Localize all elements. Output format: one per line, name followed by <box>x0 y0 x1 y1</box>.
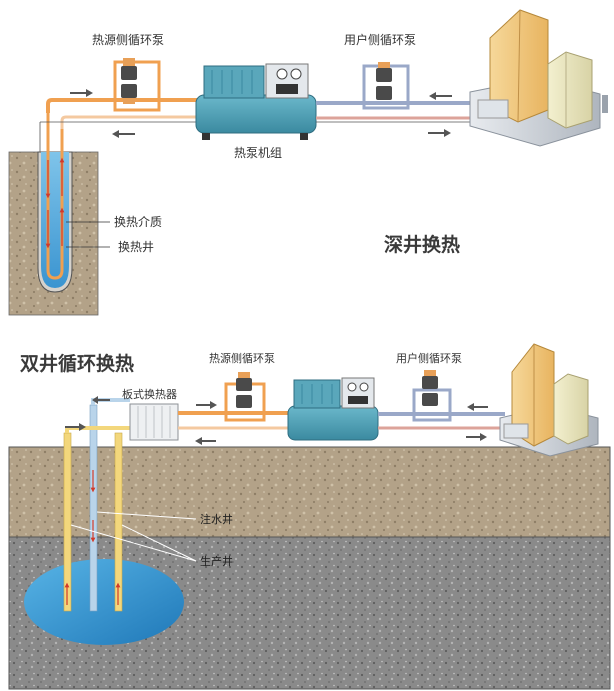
top-source-pump-label: 热源侧循环泵 <box>92 33 164 47</box>
bottom-user-pump-label: 用户侧循环泵 <box>396 351 462 365</box>
arrow-left-3 <box>92 396 110 404</box>
top-user-pump <box>362 62 410 110</box>
deep-well-section: 热源侧循环泵 热泵机组 用户侧循环泵 <box>8 9 608 316</box>
bottom-source-pump-label: 热源侧循环泵 <box>209 351 275 365</box>
heat-medium-label: 换热介质 <box>114 215 162 229</box>
top-buildings <box>469 9 608 147</box>
u-pipe-hot <box>46 113 64 280</box>
arrow-left-4 <box>195 437 216 445</box>
arrow-right-4 <box>196 401 217 409</box>
production-well-left <box>63 432 72 612</box>
soil-layer <box>8 446 611 538</box>
bottom-source-pump <box>224 372 266 422</box>
aquifer <box>24 559 184 645</box>
top-user-pump-label: 用户侧循环泵 <box>344 32 416 47</box>
arrow-right-2 <box>428 129 451 137</box>
top-heat-pump-unit <box>195 63 317 140</box>
top-source-hot-pipe <box>46 98 200 113</box>
production-well-label: 生产井 <box>200 554 233 568</box>
plate-exchanger-label: 板式换热器 <box>122 387 177 401</box>
injection-well-label: 注水井 <box>200 512 233 526</box>
deep-well-water <box>41 152 69 288</box>
arrow-left-5 <box>467 403 488 411</box>
bottom-well-top-pipe <box>65 426 130 433</box>
arrow-left-1 <box>112 130 135 138</box>
bottom-buildings <box>499 343 599 457</box>
deep-well-title: 深井换热 <box>384 233 460 256</box>
top-source-pump <box>113 58 161 112</box>
arrow-left-2 <box>429 92 452 100</box>
arrow-right-5 <box>466 433 487 441</box>
arrow-right-1 <box>70 89 93 97</box>
bottom-heat-pump-unit <box>287 377 379 441</box>
arrow-right-3 <box>65 423 86 431</box>
plate-heat-exchanger <box>129 403 179 441</box>
bottom-user-pump <box>412 370 452 422</box>
heat-pump-unit-label: 热泵机组 <box>234 146 282 160</box>
heat-well-label: 换热井 <box>118 240 154 254</box>
double-well-title: 双井循环换热 <box>20 352 134 375</box>
production-well-right <box>114 432 123 612</box>
double-well-section: 双井循环换热 板式换热器 <box>8 343 611 690</box>
injection-well <box>89 404 98 612</box>
top-source-return-pipe <box>60 115 200 129</box>
